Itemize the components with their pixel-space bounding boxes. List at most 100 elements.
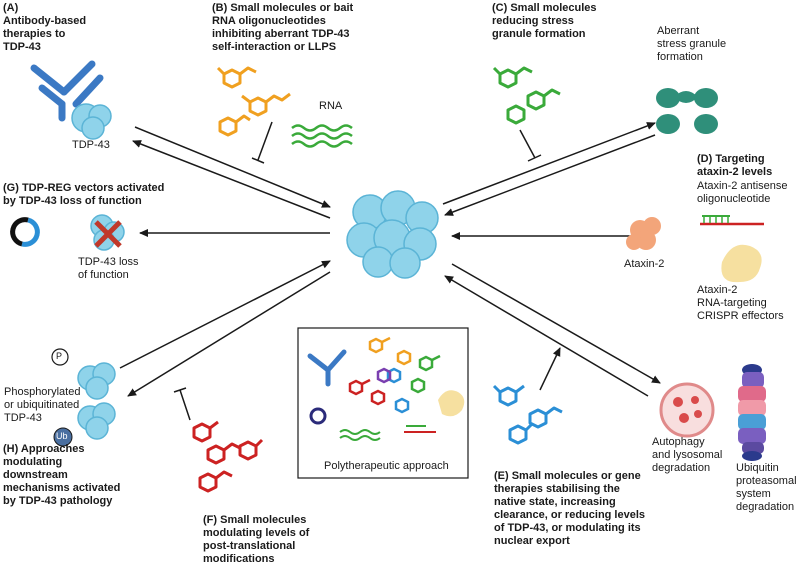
label-h-line: downstream (3, 469, 68, 481)
label-a-line: therapies to (3, 28, 66, 40)
label-ubiquitin-line: proteasomal (736, 475, 797, 487)
label-h-line: mechanisms activated (3, 482, 121, 494)
label-phospho-line: or ubiquitinated (4, 399, 80, 411)
arrow-e-up (539, 347, 561, 391)
phosphorylated-tdp43-icon (51, 348, 116, 400)
label-d-line: (D) Targeting (697, 153, 765, 165)
label-g-line: (G) TDP-REG vectors activated (3, 182, 165, 194)
inhibitor-b-bar (251, 157, 265, 164)
label-g: (G) TDP-REG vectors activated by TDP-43 … (3, 182, 164, 208)
label-loss-line: TDP-43 loss (78, 256, 139, 268)
label-crispr-line: RNA-targeting (697, 297, 767, 309)
label-aso-line: Ataxin-2 antisense (697, 180, 788, 192)
inhibitor-b (257, 121, 273, 161)
label-f: (F) Small molecules modulating levels of… (203, 514, 309, 566)
label-b: (B) Small molecules or bait RNA oligonuc… (212, 2, 353, 54)
label-c: (C) Small molecules reducing stress gran… (492, 2, 597, 41)
label-ubiquitin-line: Ubiquitin (736, 462, 779, 474)
label-ubiquitin-line: degradation (736, 501, 795, 513)
tdp43-monomer-a (71, 103, 112, 140)
tdp43-loss-icon (90, 214, 125, 251)
label-f-line: post-translational (203, 540, 296, 552)
label-autophagy-line: and lysosomal (652, 449, 723, 461)
proteasome-icon (738, 364, 766, 461)
label-h-line: by TDP-43 pathology (3, 495, 113, 507)
small-molecules-b-icon (216, 66, 291, 137)
label-a-line: Antibody-based (3, 15, 87, 27)
label-a-line: (A) (3, 2, 19, 14)
ataxin2-protein-icon (626, 217, 661, 250)
label-tdp-loss: TDP-43 loss of function (78, 256, 139, 282)
polytherapeutic-contents-icon (307, 336, 465, 441)
label-c-line: (C) Small molecules (492, 2, 597, 14)
inhibitor-f (179, 389, 191, 421)
central-tdp43-aggregate (346, 190, 439, 279)
label-phospho-line: TDP-43 (4, 412, 42, 424)
rna-icon (291, 124, 353, 148)
inhibitor-f-bar (173, 387, 187, 393)
label-aberrant-line: formation (657, 51, 703, 63)
label-e-line: clearance, or reducing levels (494, 509, 646, 521)
label-crispr: Ataxin-2 RNA-targeting CRISPR effectors (697, 284, 784, 323)
label-h: (H) Approaches modulating downstream mec… (3, 443, 120, 508)
label-e-line: native state, increasing (494, 496, 616, 508)
label-e-line: of TDP-43, or modulating its (494, 522, 641, 534)
inhibitor-c-bar (527, 154, 542, 162)
label-polytherapeutic: Polytherapeutic approach (324, 460, 449, 472)
crispr-effector-icon (721, 244, 762, 283)
label-rna: RNA (319, 100, 343, 112)
label-d-line: ataxin-2 levels (697, 166, 773, 178)
arrow-center-to-autophagy (451, 263, 661, 384)
tdp-reg-vector-icon (10, 217, 40, 247)
label-b-line: (B) Small molecules or bait (212, 2, 354, 14)
label-ataxin2: Ataxin-2 (624, 258, 665, 270)
small-molecules-c-icon (492, 66, 561, 125)
label-b-line: self-interaction or LLPS (212, 41, 337, 53)
label-b-line: RNA oligonucleotides (212, 15, 326, 27)
arrows (119, 121, 661, 421)
label-phospho: Phosphorylated or ubiquitinated TDP-43 (4, 386, 80, 425)
aso-icon (700, 215, 764, 226)
label-f-line: modifications (203, 553, 275, 565)
label-loss-line: of function (78, 269, 129, 281)
label-a: (A) Antibody-based therapies to TDP-43 (3, 2, 86, 54)
label-autophagy-line: Autophagy (652, 436, 705, 448)
small-molecules-e-icon (492, 384, 563, 445)
label-h-line: modulating (3, 456, 63, 468)
label-d: (D) Targeting ataxin-2 levels (697, 153, 772, 179)
label-b-line: inhibiting aberrant TDP-43 (212, 28, 350, 40)
arrow-center-to-h (127, 271, 331, 397)
inhibitor-c (519, 129, 536, 159)
label-e-line: nuclear export (494, 535, 570, 547)
label-crispr-line: Ataxin-2 (697, 284, 738, 296)
label-crispr-line: CRISPR effectors (697, 310, 784, 322)
label-g-line: by TDP-43 loss of function (3, 195, 142, 207)
small-molecules-f-icon (192, 420, 264, 493)
label-e-line: (E) Small molecules or gene (494, 470, 641, 482)
label-ubiquitin: Ubiquitin proteasomal system degradation (736, 462, 797, 514)
label-e: (E) Small molecules or gene therapies st… (494, 470, 645, 548)
label-c-line: reducing stress (492, 15, 574, 27)
label-aso-line: oligonucleotide (697, 193, 771, 205)
lysosome-icon (659, 382, 715, 438)
label-aberrant-granule: Aberrant stress granule formation (657, 25, 726, 64)
label-ubiquitin-line: system (736, 488, 771, 500)
label-p-badge: P (56, 351, 63, 361)
label-f-line: (F) Small molecules (203, 514, 307, 526)
arrow-a-to-center (134, 126, 331, 208)
antibody-icon (30, 60, 104, 122)
arrow-center-to-a (132, 140, 331, 219)
label-h-line: (H) Approaches (3, 443, 85, 455)
stress-granule-icon (656, 88, 718, 134)
label-ub-badge: Ub (56, 431, 68, 441)
label-autophagy-line: degradation (652, 462, 711, 474)
arrow-h-to-center (119, 260, 331, 369)
label-aberrant-line: Aberrant (657, 25, 700, 37)
label-phospho-line: Phosphorylated (4, 386, 81, 398)
label-autophagy: Autophagy and lysosomal degradation (652, 436, 722, 475)
label-f-line: modulating levels of (203, 527, 310, 539)
arrow-granule-to-center (444, 134, 656, 216)
label-e-line: therapies stabilising the (494, 483, 620, 495)
label-a-line: TDP-43 (3, 41, 41, 53)
